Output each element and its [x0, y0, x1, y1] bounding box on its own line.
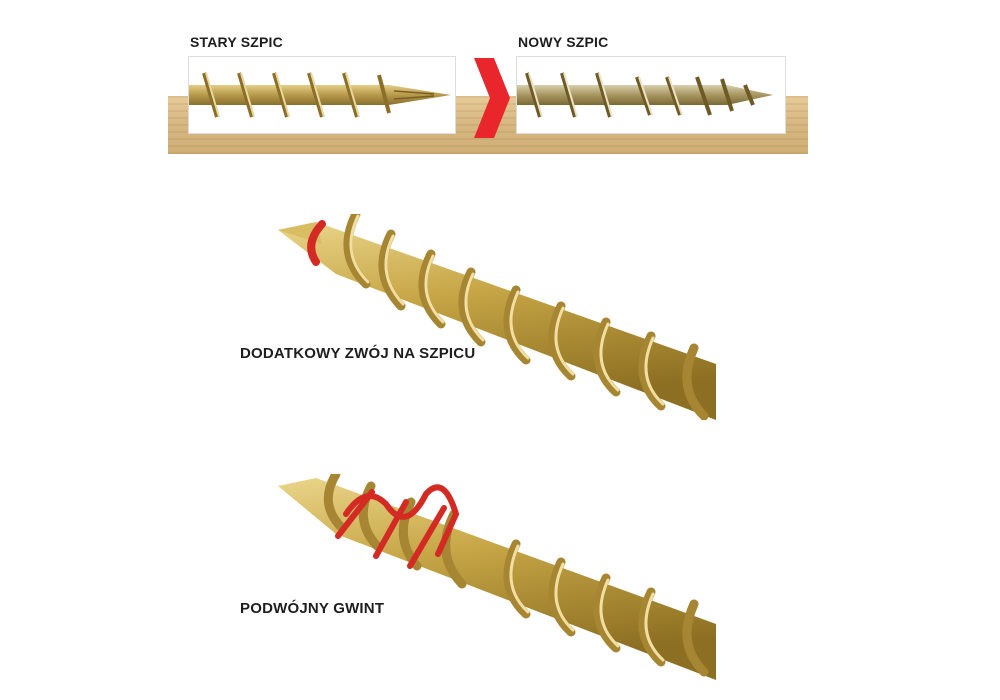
feature-label-extra-thread: DODATKOWY ZWÓJ NA SZPICU	[240, 345, 476, 362]
feature-label-double-thread: PODWÓJNY GWINT	[240, 600, 385, 617]
old-tip-title: STARY SZPIC	[190, 34, 283, 50]
screw-extra-thread-image	[278, 214, 716, 420]
screw-double-thread-image	[278, 474, 716, 680]
new-tip-title: NOWY SZPIC	[518, 34, 609, 50]
highlight-double-thread	[335, 484, 460, 569]
new-tip-image	[516, 56, 786, 134]
arrow-right-icon	[474, 58, 510, 138]
old-tip-image	[188, 56, 456, 134]
highlight-thread	[307, 220, 326, 266]
